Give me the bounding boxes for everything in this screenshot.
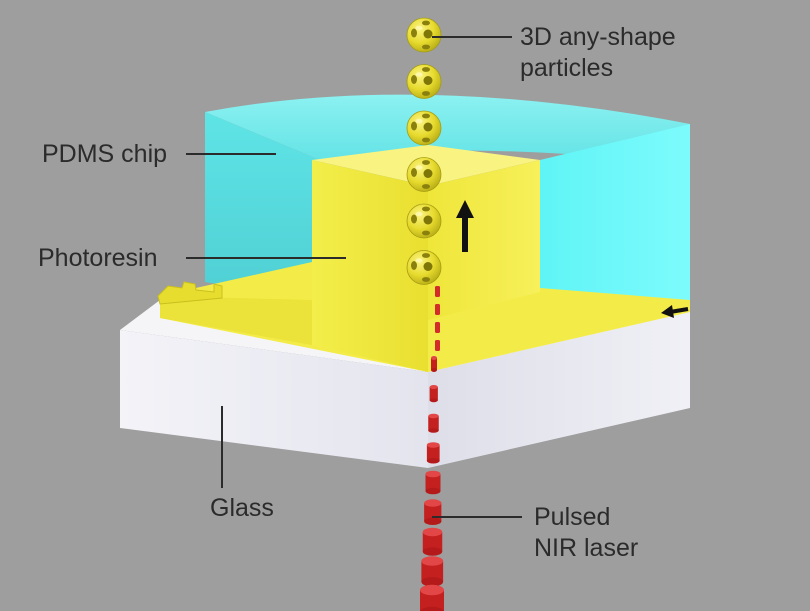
label-particles: 3D any-shape particles — [520, 22, 676, 84]
laser-pulse — [420, 584, 444, 611]
particle — [406, 17, 442, 53]
label-particles-line2: particles — [520, 54, 614, 82]
particle-stack — [406, 17, 442, 285]
laser-pulse — [421, 556, 444, 587]
laser-pulse — [424, 499, 442, 526]
laser-dash — [435, 340, 440, 351]
laser-beam — [420, 286, 444, 611]
label-pdms-chip: PDMS chip — [42, 140, 168, 168]
laser-pulse — [431, 356, 437, 372]
laser-pulse — [425, 470, 441, 495]
label-photoresin: Photoresin — [38, 244, 158, 272]
photoresin-right-face — [428, 160, 540, 320]
laser-pulse — [428, 413, 439, 433]
laser-dash — [435, 304, 440, 315]
glass-right-face — [428, 312, 690, 468]
photoresin-left-face — [312, 160, 428, 372]
laser-pulse — [429, 385, 438, 403]
particle — [406, 64, 442, 99]
pdms-right-face — [540, 124, 690, 305]
label-laser-line2: NIR laser — [534, 534, 639, 562]
pdms-left-face — [205, 112, 320, 300]
laser-dash — [435, 322, 440, 333]
laser-pulse — [422, 527, 443, 556]
laser-pulse — [426, 442, 440, 464]
pdms-top-face — [205, 94, 690, 160]
photoresin-front-face — [160, 296, 312, 345]
resin-edge-structure — [157, 281, 223, 305]
label-laser: Pulsed NIR laser — [534, 502, 638, 564]
particle — [406, 157, 442, 192]
flow-arrow-left — [661, 305, 689, 318]
particle — [406, 250, 442, 285]
particle — [406, 203, 442, 239]
label-particles-line1: 3D any-shape — [520, 23, 676, 51]
particle — [406, 110, 442, 146]
glass-left-face — [120, 330, 428, 468]
label-laser-line1: Pulsed — [534, 503, 611, 531]
flow-arrow-up — [456, 200, 474, 252]
label-glass: Glass — [210, 494, 274, 522]
laser-dash — [435, 286, 440, 297]
